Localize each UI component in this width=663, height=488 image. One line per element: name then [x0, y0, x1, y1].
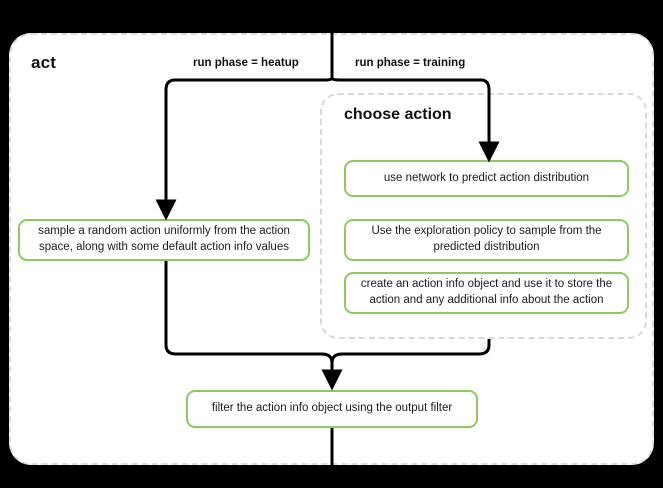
node-use-network[interactable]: use network to predict action distributi… [344, 160, 629, 197]
node-sample-random-action[interactable]: sample a random action uniformly from th… [18, 219, 310, 261]
heatup-branch-label: run phase = heatup [193, 57, 299, 69]
node-filter-action-info[interactable]: filter the action info object using the … [186, 390, 478, 428]
node-create-action-info[interactable]: create an action info object and use it … [344, 272, 629, 314]
act-group-title: act [31, 53, 57, 72]
choose-action-group-title: choose action [344, 106, 452, 123]
node-exploration-policy[interactable]: Use the exploration policy to sample fro… [344, 219, 629, 261]
training-branch-label: run phase = training [355, 57, 466, 69]
